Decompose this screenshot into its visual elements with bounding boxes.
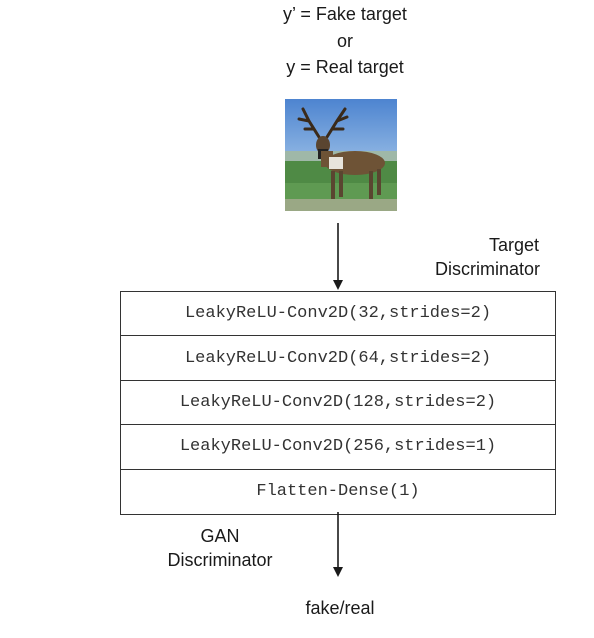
layer-conv-128: LeakyReLU-Conv2D(128,strides=2) (121, 381, 555, 426)
target-discriminator-line2: Discriminator (434, 259, 540, 279)
target-discriminator-label: Target Discriminator (400, 233, 580, 281)
fake-target-label: y’ = Fake target (283, 4, 407, 24)
layer-conv-64: LeakyReLU-Conv2D(64,strides=2) (121, 336, 555, 381)
layer-conv-32: LeakyReLU-Conv2D(32,strides=2) (121, 292, 555, 337)
layer-conv-256: LeakyReLU-Conv2D(256,strides=1) (121, 425, 555, 470)
or-label: or (336, 31, 353, 51)
deer-picture (285, 99, 397, 211)
gan-discriminator-line2: Discriminator (167, 550, 273, 570)
target-discriminator-line1: Target (488, 235, 539, 255)
layer-flatten-dense: Flatten-Dense(1) (256, 482, 420, 502)
real-target-label: y = Real target (286, 57, 404, 77)
gan-discriminator-line1: GAN (200, 526, 240, 546)
output-arrow (333, 512, 343, 577)
gan-discriminator-label: GAN Discriminator (140, 524, 300, 572)
output-label: fake/real (305, 598, 375, 618)
input-arrow (333, 223, 343, 290)
discriminator-layer-stack: LeakyReLU-Conv2D(32,strides=2) LeakyReLU… (120, 291, 556, 515)
deer-image (285, 99, 397, 211)
